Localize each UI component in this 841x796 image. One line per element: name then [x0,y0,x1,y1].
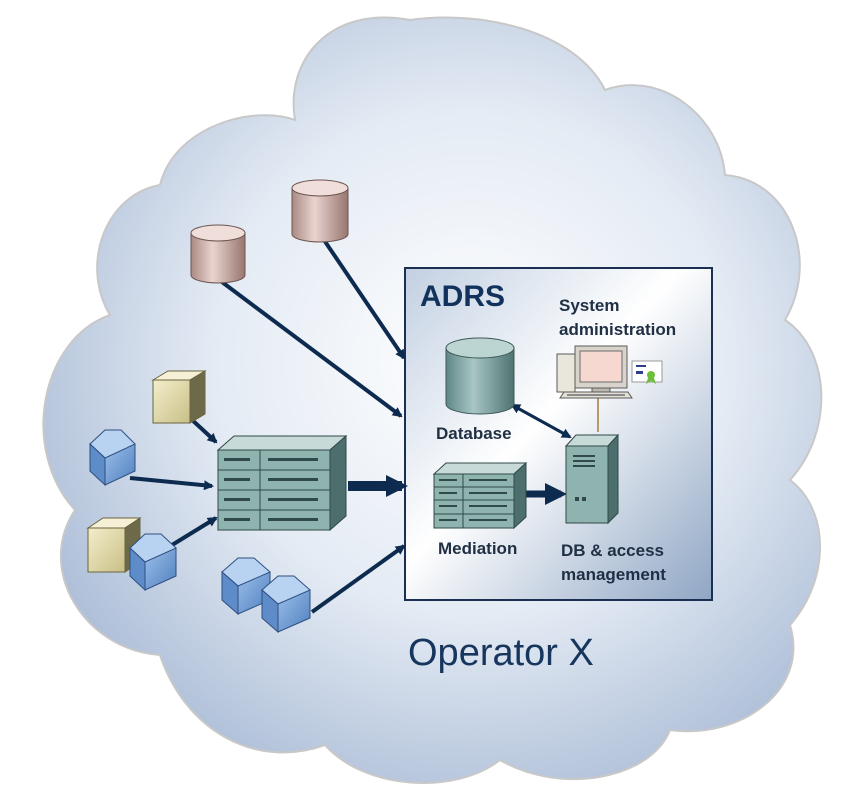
mediation-label: Mediation [438,539,518,558]
certificate-icon [631,360,663,384]
system-administration-line1: System [559,296,620,315]
blue-cube-icon [261,575,311,634]
rack-server-icon [432,461,528,530]
adrs-title: ADRS [420,280,506,313]
teal-database-icon [445,337,515,415]
pink-database-icon [291,179,349,243]
database-label: Database [436,424,512,443]
blue-cube-icon [129,533,177,592]
system-administration-label: System administration [559,294,676,342]
blue-cube-icon [221,557,271,616]
system-administration-line2: administration [559,320,677,339]
blue-cube-icon [89,429,136,487]
db-access-line1: DB & access [561,541,665,560]
workstation-icon [556,345,633,399]
db-access-line2: management [561,565,666,584]
tower-server-icon [564,433,620,525]
connector-arrows [129,238,599,614]
operator-label: Operator X [408,632,594,674]
db-access-management-label: DB & access management [561,539,666,587]
rack-server-icon [216,434,348,532]
pink-database-icon [190,224,246,284]
khaki-cube-icon [151,370,207,424]
